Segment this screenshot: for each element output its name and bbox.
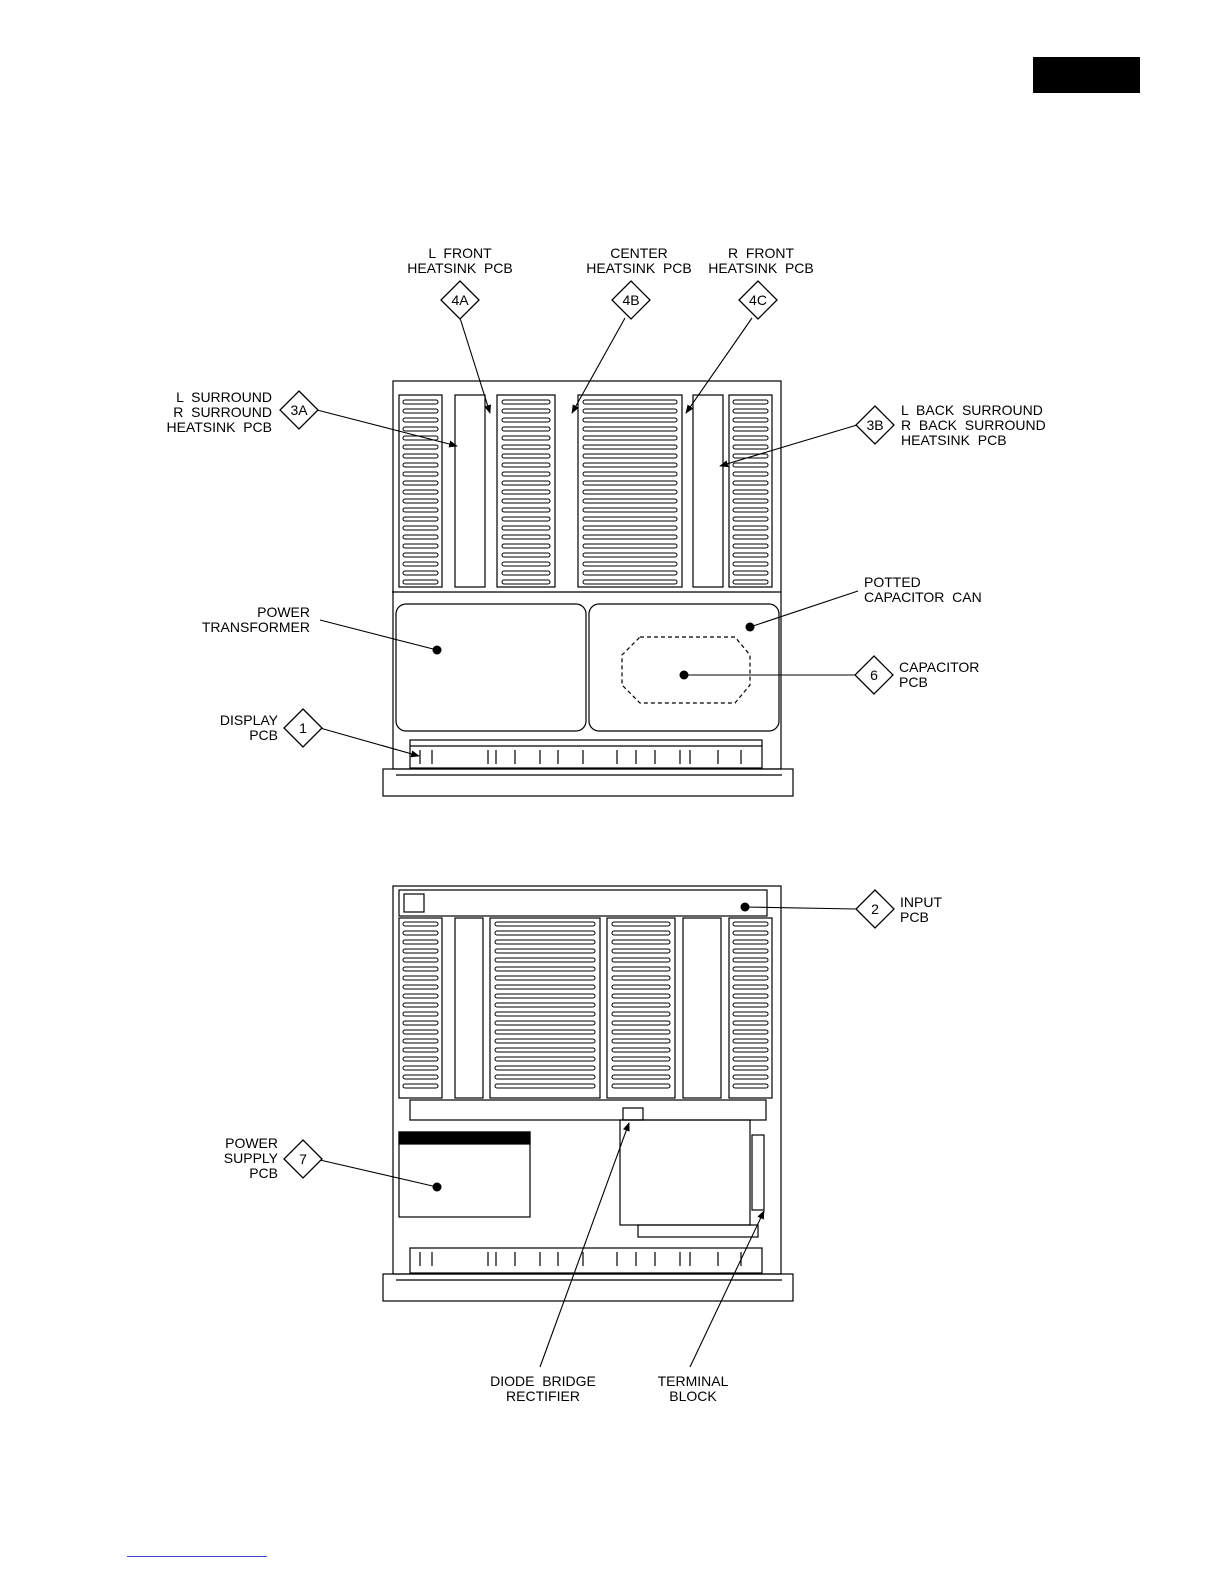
fins-lfront [501, 399, 551, 585]
fins-surround [402, 399, 439, 585]
svg-text:6: 6 [870, 667, 878, 683]
svg-text:4B: 4B [622, 292, 639, 308]
label-input-pcb: INPUT PCB [900, 894, 942, 925]
tag-4b: 4B [611, 280, 651, 320]
top-front-panel [382, 768, 794, 797]
label-l-r-surround-heatsink: L SURROUND R SURROUND HEATSINK PCB [166, 389, 272, 435]
potted-capacitor-can-shape [588, 603, 780, 732]
svg-text:4C: 4C [749, 292, 767, 308]
label-back-surround-heatsink: L BACK SURROUND R BACK SURROUND HEATSINK… [901, 402, 1046, 448]
label-power-transformer: POWER TRANSFORMER [201, 604, 310, 635]
tag-4a: 4A [440, 280, 480, 320]
heatsink-bay-lfront [496, 394, 556, 588]
svg-text:3A: 3A [290, 402, 308, 418]
label-diode-bridge-rectifier: DIODE BRIDGE RECTIFIER [490, 1373, 596, 1404]
tag-6: 6 [854, 655, 894, 695]
terminal-block-shape [751, 1134, 765, 1211]
label-capacitor-pcb: CAPACITOR PCB [899, 659, 980, 690]
label-power-supply-pcb: POWER SUPPLY PCB [223, 1135, 278, 1181]
power-supply-pcb-shape [398, 1131, 531, 1218]
tag-1: 1 [283, 708, 323, 748]
section-tab [1033, 57, 1140, 93]
label-l-front-heatsink: L FRONT HEATSINK PCB [407, 245, 513, 276]
tag-7: 7 [283, 1139, 323, 1179]
heatsink-bay-surround [398, 394, 443, 588]
callout-tags: 4A 4B 4C 3A 3B 6 1 2 7 [279, 280, 895, 1179]
display-pcb-shape [409, 739, 763, 769]
capacitor-pcb-outline [621, 636, 751, 704]
svg-text:7: 7 [299, 1151, 307, 1167]
svg-text:2: 2 [871, 901, 879, 917]
tag-3a: 3A [279, 390, 319, 430]
bottom-front-panel [382, 1273, 794, 1302]
bottom-view [382, 885, 794, 1302]
svg-text:3B: 3B [866, 417, 883, 433]
label-display-pcb: DISPLAY PCB [219, 712, 278, 743]
tag-2: 2 [855, 889, 895, 929]
tag-3b: 3B [855, 405, 895, 445]
svg-text:4A: 4A [451, 292, 469, 308]
label-terminal-block: TERMINAL BLOCK [657, 1373, 729, 1404]
heatsink-bay-center [577, 394, 683, 588]
fins-backsurround [732, 399, 769, 585]
fins-center [582, 399, 678, 585]
footer-rule [127, 1556, 267, 1557]
rectifier-block [619, 1119, 751, 1226]
tag-4c: 4C [738, 280, 778, 320]
label-potted-capacitor-can: POTTED CAPACITOR CAN [864, 574, 982, 605]
input-pcb-shape [398, 889, 768, 917]
svg-text:1: 1 [299, 720, 307, 736]
heatsink-bay-backsurround [728, 394, 773, 588]
top-view [382, 380, 794, 797]
label-r-front-heatsink: R FRONT HEATSINK PCB [708, 245, 814, 276]
power-transformer-shape [395, 603, 587, 732]
label-center-heatsink: CENTER HEATSINK PCB [586, 245, 692, 276]
